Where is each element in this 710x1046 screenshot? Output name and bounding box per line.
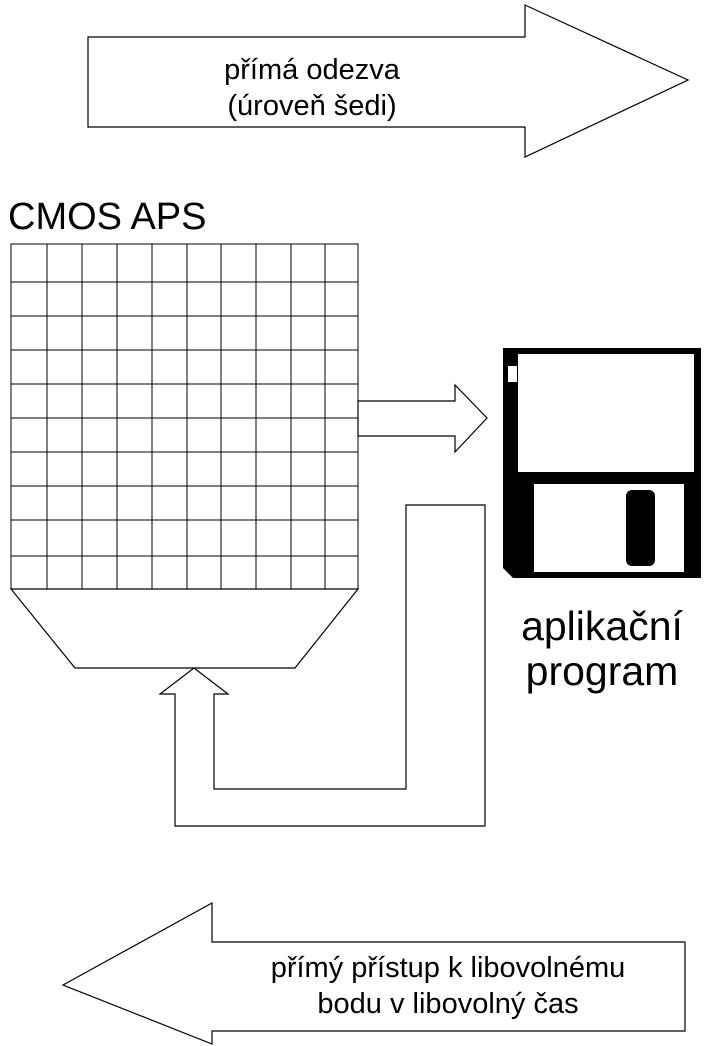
random-access-label-line2: bodu v libovolný čas (317, 988, 578, 1020)
floppy-disk-icon (503, 348, 701, 578)
readout-funnel (9, 588, 360, 669)
sensor-title: CMOS APS (8, 196, 207, 238)
random-access-arrow: přímý přístup k libovolnému bodu v libov… (61, 901, 686, 1045)
direct-response-arrow: přímá odezva (úroveň šedi) (87, 4, 690, 158)
program-label-line1: aplikační (521, 603, 683, 649)
output-arrow (357, 383, 488, 454)
feedback-arrow (158, 504, 486, 827)
program-label-line2: program (526, 648, 679, 694)
random-access-label-line1: přímý přístup k libovolnému (271, 952, 626, 984)
direct-response-label-line2: (úroveň šedi) (227, 90, 396, 122)
sensor-pixel-grid (10, 243, 359, 590)
direct-response-label-line1: přímá odezva (224, 54, 401, 86)
